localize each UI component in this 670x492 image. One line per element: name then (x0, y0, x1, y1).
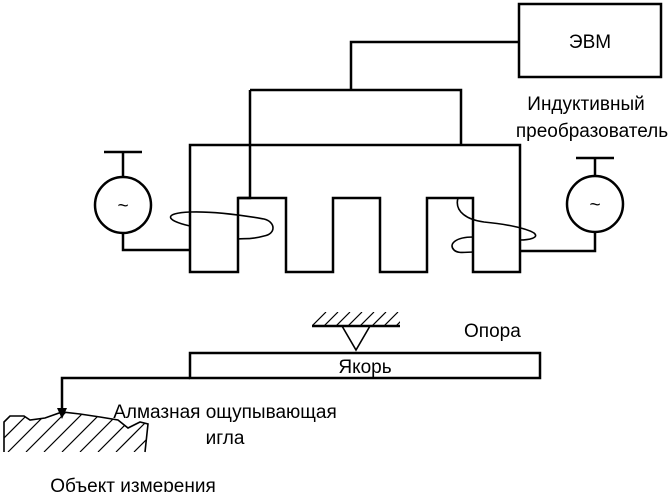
right-ac-source: ~ (520, 156, 625, 253)
left-ac-source: ~ (93, 150, 190, 252)
diamond-stylus (57, 376, 190, 419)
armature-label: Якорь (338, 357, 391, 378)
stylus-label-line1: Алмазная ощупывающая (113, 402, 337, 423)
support-pivot (312, 312, 400, 352)
right-source-tilde: ~ (589, 195, 600, 216)
measurement-object (3, 411, 149, 453)
transducer-label-line1: Индуктивный (527, 94, 644, 115)
computer-label: ЭВМ (569, 32, 611, 53)
transducer-frame (188, 143, 522, 274)
left-source-tilde: ~ (117, 196, 128, 217)
computer-box: ЭВМ (517, 2, 663, 79)
bridge-top-connection (250, 88, 463, 145)
transducer-label-line2: преобразователь (516, 121, 668, 142)
computer-cable (349, 40, 519, 90)
left-coil (169, 211, 274, 240)
support-label: Опора (464, 321, 521, 342)
right-coil (451, 197, 537, 254)
object-label: Объект измерения (50, 476, 215, 492)
armature-bar: Якорь (188, 351, 542, 380)
stylus-label-line2: игла (206, 428, 245, 449)
